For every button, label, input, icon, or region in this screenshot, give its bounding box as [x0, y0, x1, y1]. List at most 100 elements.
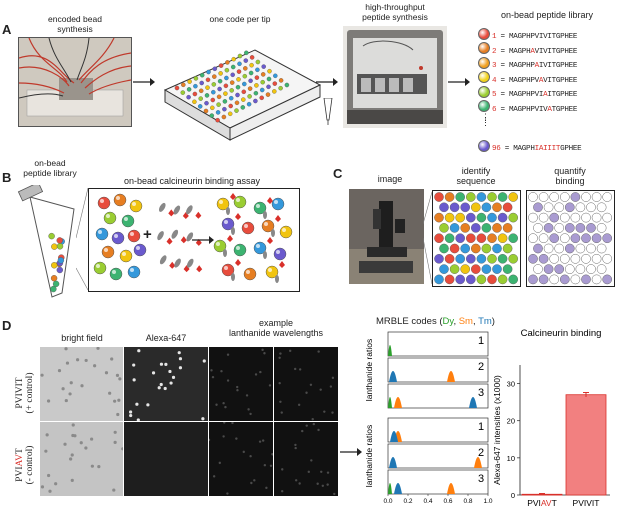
- micro-bead: [301, 429, 304, 433]
- micro-bead: [69, 381, 73, 385]
- spectrum-peak: [447, 483, 455, 494]
- micro-bead: [222, 402, 225, 405]
- library-sequence: = MAGPHPVIAITGPHEE: [496, 91, 578, 99]
- plate-well: [221, 114, 227, 120]
- tube-bead: [52, 280, 60, 288]
- quantified-bead: [554, 264, 565, 274]
- micro-bead: [159, 382, 163, 387]
- micro-bead: [280, 411, 283, 414]
- plate-well: [228, 95, 234, 101]
- micro-bead: [73, 434, 77, 438]
- micro-bead: [201, 417, 205, 421]
- bar-1: [565, 394, 607, 496]
- tube-caption-line2: peptide library: [23, 168, 77, 178]
- antibody-icon: [279, 261, 285, 268]
- calcineurin-icon: [231, 273, 235, 281]
- antibody-icon: [183, 265, 190, 273]
- library-sequence: = MAGPHPVIVITGPHEE: [496, 33, 578, 41]
- micro-bead: [311, 417, 314, 421]
- identified-bead: [434, 212, 444, 223]
- plate-well: [197, 104, 203, 109]
- bead-icon: [478, 71, 490, 84]
- quantified-bead: [538, 274, 549, 285]
- identified-bead: [487, 212, 497, 223]
- assay-title: on-bead calcineurin binding assay: [123, 176, 261, 186]
- identify-caption: identify sequence: [432, 166, 520, 186]
- assay-box: [88, 188, 300, 292]
- micro-bead: [261, 348, 264, 352]
- calcineurin-icon: [271, 229, 275, 237]
- col-lanthanide-line2: lanthanide wavelengths: [228, 328, 324, 338]
- quantify-line2: binding: [555, 176, 585, 186]
- quantified-bead: [538, 233, 549, 244]
- library-code-number: 6: [492, 105, 497, 114]
- micro-bead: [323, 410, 326, 413]
- micro-bead: [178, 357, 183, 361]
- identified-bead: [492, 264, 502, 274]
- plate-well: [186, 94, 191, 100]
- micro-bead: [226, 379, 230, 382]
- micro-bead: [151, 371, 156, 375]
- plate-well: [248, 70, 254, 76]
- spectrum-peak: [447, 371, 455, 382]
- identified-bead: [502, 264, 513, 274]
- micro-bead: [247, 408, 250, 411]
- library-title: on-bead peptide library: [500, 10, 594, 20]
- identified-bead: [466, 233, 476, 244]
- identified-bead: [476, 192, 487, 202]
- plate-well: [259, 87, 265, 93]
- micro-bead: [278, 356, 281, 359]
- quantified-bead: [602, 212, 613, 223]
- micro-bead: [116, 412, 120, 417]
- micro-bead: [68, 392, 72, 396]
- quantified-bead: [543, 202, 554, 213]
- identified-bead: [455, 254, 466, 264]
- panel-c-label: C: [333, 166, 343, 181]
- identified-bead: [439, 264, 449, 274]
- plate-well: [204, 93, 210, 98]
- identified-bead: [508, 254, 518, 264]
- row-label-negative: PVIAVT (- control): [15, 430, 35, 500]
- identified-bead: [476, 254, 487, 264]
- bead-icon: [478, 85, 490, 98]
- identified-bead: [487, 254, 497, 264]
- y-tick-label: 10: [507, 454, 515, 463]
- micro-bead: [220, 370, 223, 373]
- assay-bead-bound: [271, 197, 285, 211]
- ratios-ylabel-top: lanthanide ratios: [364, 339, 374, 401]
- identified-bead: [492, 223, 502, 233]
- micro-bead: [212, 475, 216, 478]
- identified-bead: [497, 192, 508, 202]
- plate-well: [249, 55, 255, 60]
- assay-bead: [127, 265, 141, 279]
- spectrum-peak: [389, 457, 397, 468]
- micro-bead: [112, 488, 116, 492]
- micro-bead: [331, 411, 334, 414]
- quantified-bead: [528, 274, 538, 285]
- identified-bead: [455, 233, 466, 244]
- bead-icon: [478, 100, 490, 113]
- plate-well: [198, 96, 203, 101]
- micro-bead: [326, 471, 330, 474]
- mrble-sm: Sm: [458, 316, 473, 327]
- identified-bead: [434, 192, 444, 202]
- micro-bead: [157, 386, 161, 390]
- y-axis-label: Alexa-647 intensities (x1000): [492, 375, 502, 485]
- micro-bead: [121, 447, 123, 451]
- library-code-number: 1: [492, 33, 497, 41]
- col-bright-field: bright field: [61, 333, 103, 343]
- quantified-bead: [533, 264, 543, 274]
- micro-bead: [278, 381, 281, 385]
- code-label: 3: [478, 387, 484, 399]
- antibody-icon: [195, 211, 202, 219]
- calcineurin-icon: [186, 232, 194, 242]
- assay-bead: [97, 196, 111, 210]
- quantified-bead: [549, 212, 560, 223]
- peptide-synthesis-caption: high-throughput peptide synthesis: [340, 2, 450, 22]
- library-row: 2 = MAGPHAVIVITGPHEE: [478, 40, 577, 56]
- micro-bead: [40, 373, 44, 377]
- plate-well: [272, 81, 278, 86]
- micro-bf-neg: [40, 422, 123, 496]
- plate-well: [242, 81, 247, 87]
- identified-bead: [460, 264, 471, 274]
